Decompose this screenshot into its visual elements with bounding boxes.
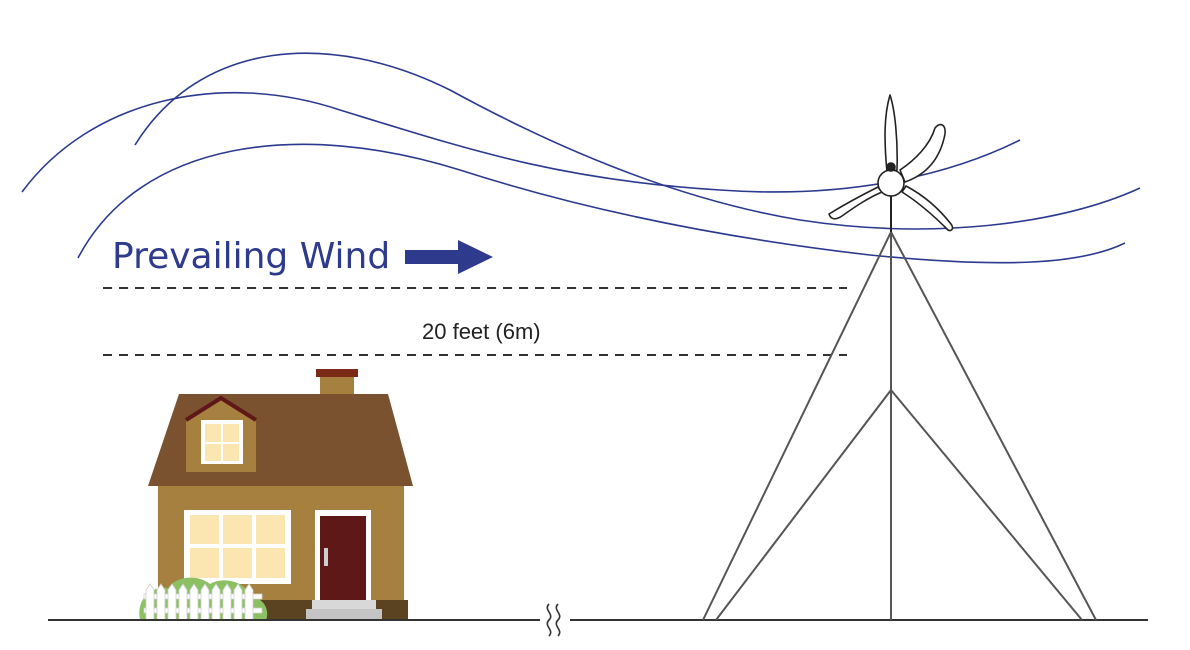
turbine-tower: [702, 231, 1097, 621]
prevailing-wind-label: Prevailing Wind: [112, 236, 390, 277]
turbine-nose: [886, 162, 896, 172]
turbine-blade-up: [884, 94, 898, 173]
turbine-hub: [877, 169, 905, 197]
picket-fence: [143, 583, 263, 621]
wind-streamline: [77, 143, 1126, 264]
turbine-blade-right: [901, 185, 954, 232]
wind-turbine-icon: [828, 94, 954, 232]
chimney-cap: [316, 369, 358, 377]
turbine-blade-left: [828, 186, 883, 220]
front-window: [184, 510, 291, 584]
dormer-trim: [184, 395, 258, 422]
wind-streamline: [134, 52, 1141, 230]
door-step: [312, 600, 376, 610]
clearance-height-label: 20 feet (6m): [422, 319, 541, 344]
wind-streamline: [21, 91, 1021, 193]
dormer-window: [201, 420, 243, 464]
wind-streamlines: [21, 52, 1141, 264]
house-icon: [139, 369, 413, 621]
front-door: [315, 510, 371, 602]
ground-break-icon: [546, 603, 561, 637]
turbine-blade-right-tail: [899, 123, 946, 183]
door-step: [306, 609, 382, 620]
arrow-right-icon: [405, 240, 493, 274]
